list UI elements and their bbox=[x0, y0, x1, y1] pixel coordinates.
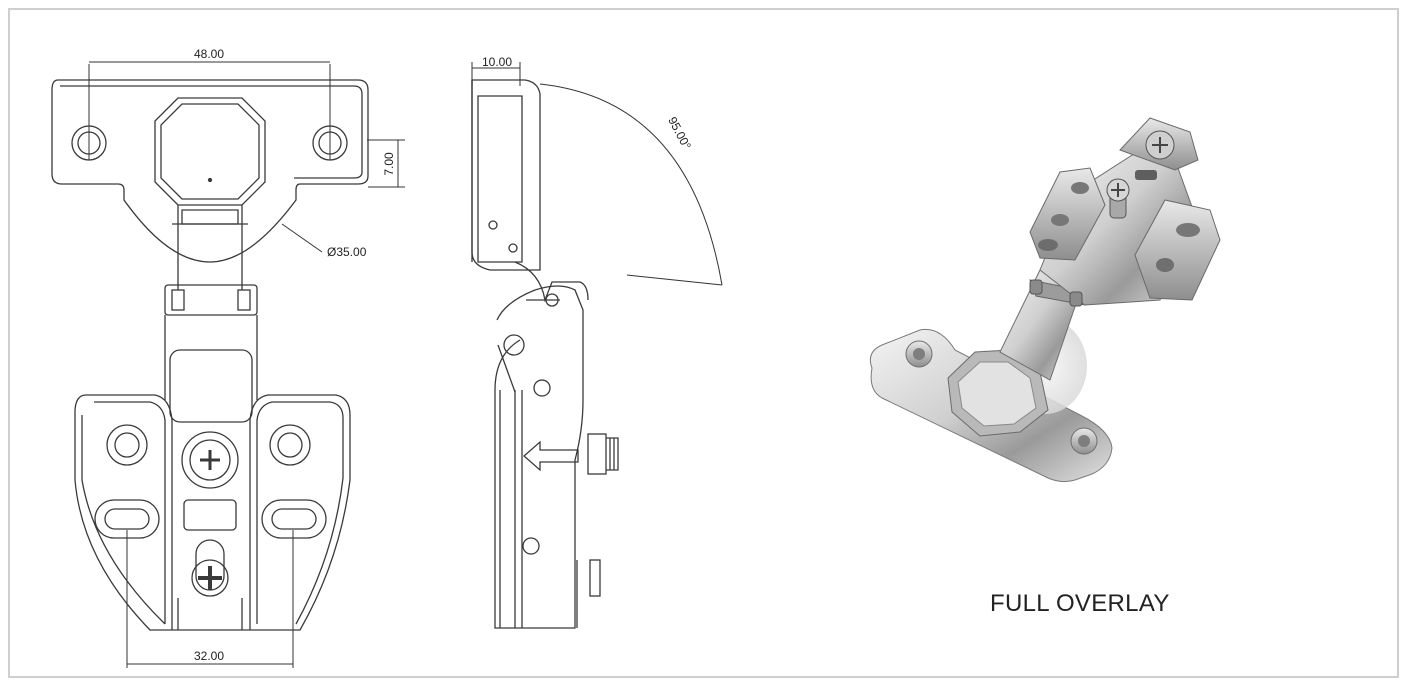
front-dimensions bbox=[88, 61, 405, 668]
side-dimensions bbox=[471, 62, 723, 286]
dim-cup-diameter: Ø35.00 bbox=[327, 245, 367, 259]
dim-opening-angle: 95.00° bbox=[665, 114, 694, 152]
dim-plate-edge-offset: 7.00 bbox=[382, 152, 396, 176]
hinge-product-image bbox=[869, 117, 1221, 483]
side-view bbox=[471, 79, 619, 629]
drawing-frame bbox=[8, 8, 1399, 678]
front-view bbox=[51, 79, 369, 631]
hinge-type-caption: FULL OVERLAY bbox=[990, 590, 1170, 617]
dim-side-thickness: 10.00 bbox=[482, 55, 512, 69]
dim-plate-hole-spacing: 48.00 bbox=[194, 47, 224, 61]
dim-arm-hole-spacing: 32.00 bbox=[194, 649, 224, 663]
